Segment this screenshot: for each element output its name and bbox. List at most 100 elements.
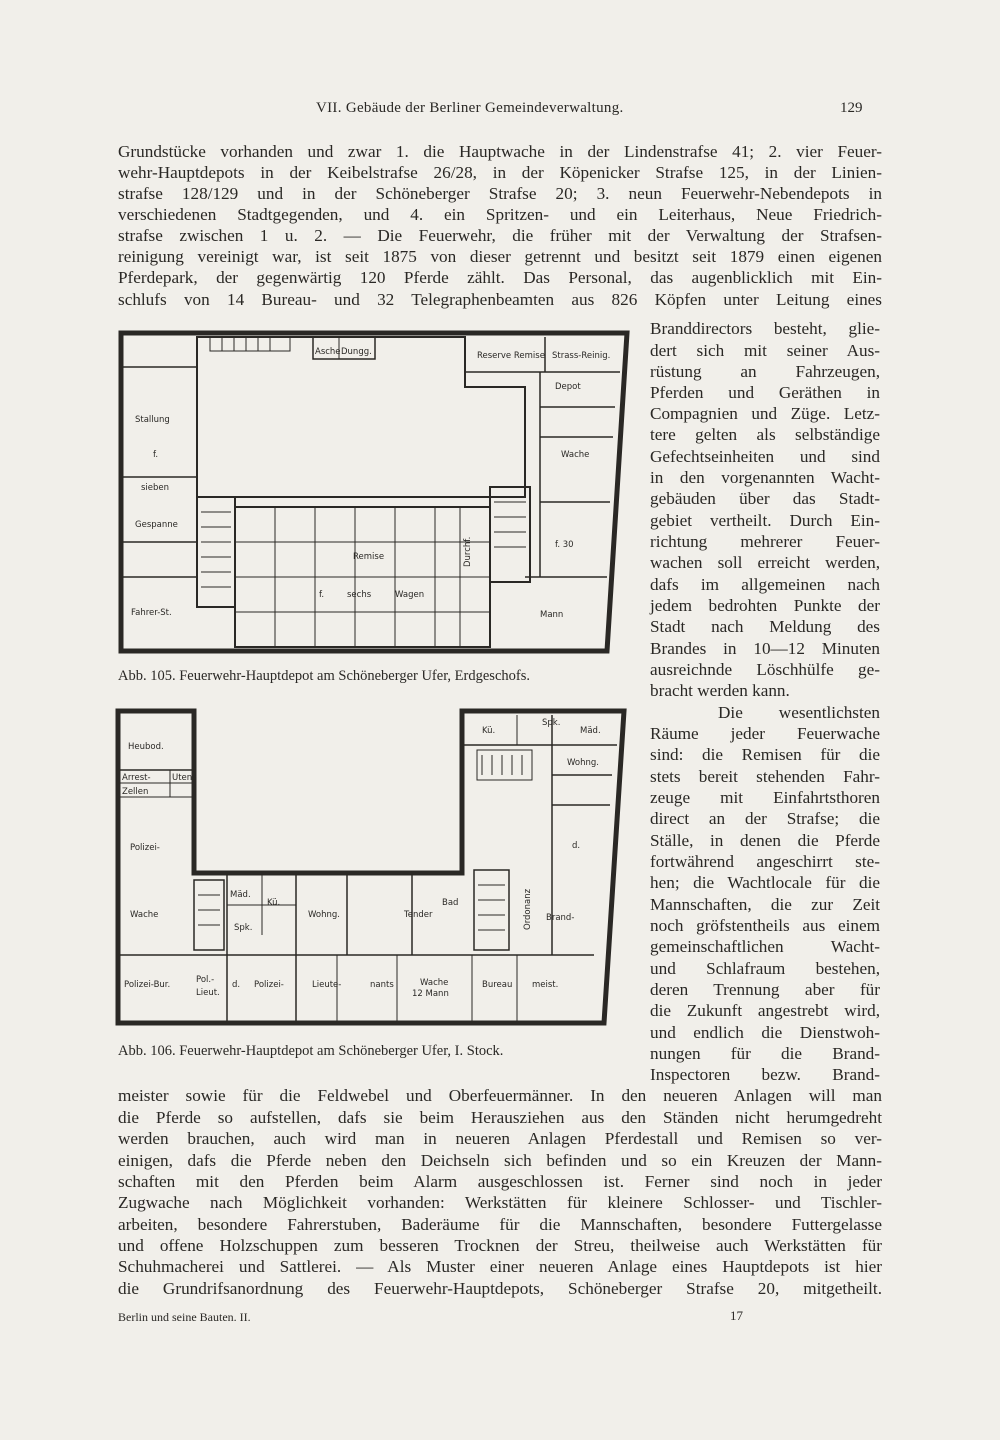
figure-105-caption: Abb. 105. Feuerwehr-Hauptdepot am Schöne… bbox=[118, 668, 530, 684]
text-line: stets bereit stehenden Fahr- bbox=[650, 767, 880, 786]
plan-label-wagen: Wagen bbox=[395, 590, 424, 600]
plan-label-wache: Wache bbox=[561, 450, 589, 460]
plan-label-f2: f. bbox=[319, 590, 324, 600]
figure-106-floor-plan: Heubod. Arrest- Zellen Utens Polizei- Wa… bbox=[112, 705, 632, 1030]
text-line: Pferden und Geräthen in bbox=[650, 383, 880, 402]
text-line: nungen für die Brand- bbox=[650, 1044, 880, 1063]
text-line: Inspectoren bezw. Brand- bbox=[650, 1065, 880, 1084]
running-head: VII. Gebäude der Berliner Gemeindeverwal… bbox=[0, 100, 1000, 126]
text-line: gebäuden über das Stadt- bbox=[650, 489, 880, 508]
text-line: schaften mit den Pferden beim Alarm ausg… bbox=[118, 1172, 882, 1191]
plan-label-spk2: Spk. bbox=[542, 718, 560, 728]
figure-106-caption: Abb. 106. Feuerwehr-Hauptdepot am Schöne… bbox=[118, 1043, 504, 1059]
plan-label-zellen: Zellen bbox=[122, 787, 148, 797]
plan-label-wohng2: Wohng. bbox=[567, 758, 599, 768]
plan-label-brand: Brand- bbox=[546, 913, 574, 923]
text-line: wachen soll erreicht werden, bbox=[650, 553, 880, 572]
text-line: und offene Holzschuppen zum besseren Tro… bbox=[118, 1236, 882, 1255]
floor-plan-drawing: Asche Dungg. Reserve Remise Strass-Reini… bbox=[118, 330, 630, 654]
text-line: Die wesentlichsten bbox=[718, 703, 880, 722]
text-line: und endlich die Dienstwoh- bbox=[650, 1023, 880, 1042]
plan-label-lieut: Lieut. bbox=[196, 988, 220, 998]
text-line: dafs im allgemeinen nach bbox=[650, 575, 880, 594]
text-line: richtung mehrerer Feuer- bbox=[650, 532, 880, 551]
floor-plan-drawing: Heubod. Arrest- Zellen Utens Polizei- Wa… bbox=[115, 708, 627, 1026]
plan-label-mad2: Mäd. bbox=[580, 726, 601, 736]
text-line: arbeiten, besondere Fahrerstuben, Baderä… bbox=[118, 1215, 882, 1234]
text-line: in den vorgenannten Wacht- bbox=[650, 468, 880, 487]
outer-wall bbox=[118, 330, 630, 654]
plan-label-pol: Pol.- bbox=[196, 975, 214, 985]
plan-label-zwoelf: 12 Mann bbox=[412, 989, 449, 999]
text-line: die Zukunft angestrebt wird, bbox=[650, 1001, 880, 1020]
text-line: sind: die Remisen für die bbox=[650, 745, 880, 764]
plan-label-bureau: Bureau bbox=[482, 980, 512, 990]
text-line: wehr-Hauptdepots in der Keibelstrafse 26… bbox=[118, 163, 882, 182]
text-line: Pferdepark, der gegenwärtig 120 Pferde z… bbox=[118, 268, 882, 287]
plan-label-wache: Wache bbox=[130, 910, 158, 920]
plan-label-ku: Kü. bbox=[267, 898, 280, 908]
plan-label-ku2: Kü. bbox=[482, 726, 495, 736]
text-line: zeuge mit Einfahrtsthoren bbox=[650, 788, 880, 807]
plan-label-ordonanz: Ordonanz bbox=[523, 888, 533, 930]
outer-wall bbox=[115, 708, 627, 1026]
text-line: gemeinschaftlichen Wacht- bbox=[650, 937, 880, 956]
plan-label-stallung: Stallung bbox=[135, 415, 170, 425]
text-line: und Schlafraum bestehen, bbox=[650, 959, 880, 978]
plan-label-asche: Asche bbox=[315, 347, 341, 357]
plan-label-depot: Depot bbox=[555, 382, 581, 392]
text-line: noch gröfstentheils aus einem bbox=[650, 916, 880, 935]
text-line: die Grundrifsanordnung des Feuerwehr-Hau… bbox=[118, 1279, 882, 1298]
text-line: direct an der Strafse; die bbox=[650, 809, 880, 828]
text-line: strafse 128/129 und in der Schöneberger … bbox=[118, 184, 882, 203]
signature-mark: 17 bbox=[730, 1308, 743, 1323]
text-line: Brandes in 10—12 Minuten bbox=[650, 639, 880, 658]
plan-label-f30: f. 30 bbox=[555, 540, 574, 550]
plan-label-meist: meist. bbox=[532, 980, 558, 990]
text-line: dert sich mit seiner Aus- bbox=[650, 341, 880, 360]
text-line: Branddirectors besteht, glie- bbox=[650, 319, 880, 338]
text-line: verschiedenen Stadtgegenden, und 4. ein … bbox=[118, 205, 882, 224]
plan-label-sechs: sechs bbox=[347, 590, 372, 600]
text-line: Grundstücke vorhanden und zwar 1. die Ha… bbox=[118, 142, 882, 161]
text-line: die Pferde so aufstellen, dafs sie beim … bbox=[118, 1108, 882, 1127]
text-line: schlufs von 14 Bureau- und 32 Telegraphe… bbox=[118, 290, 882, 309]
plan-label-heubod: Heubod. bbox=[128, 742, 164, 752]
plan-label-utens: Utens bbox=[172, 773, 197, 783]
text-line: werden brauchen, auch wird man in neuere… bbox=[118, 1129, 882, 1148]
plan-label-dungg: Dungg. bbox=[341, 347, 372, 357]
plan-label-polizei: Polizei- bbox=[130, 843, 160, 853]
plan-label-tender: Tender bbox=[403, 910, 433, 920]
text-line: hen; die Wachtlocale für die bbox=[650, 873, 880, 892]
plan-label-d-right: d. bbox=[572, 841, 580, 851]
plan-label-polizei2: Polizei- bbox=[254, 980, 284, 990]
plan-label-mann: Mann bbox=[540, 610, 563, 620]
running-head-title: VII. Gebäude der Berliner Gemeindeverwal… bbox=[316, 100, 624, 116]
plan-label-durchf: Durchf. bbox=[463, 537, 473, 567]
page-number: 129 bbox=[840, 100, 863, 116]
plan-label-sieben: sieben bbox=[141, 483, 169, 493]
plan-label-d: d. bbox=[232, 980, 240, 990]
text-line: meister sowie für die Feldwebel und Ober… bbox=[118, 1086, 882, 1105]
text-line: ausreichnde Löschhülfe ge- bbox=[650, 660, 880, 679]
text-line: Gefechtseinheiten und sind bbox=[650, 447, 880, 466]
text-line: Räume jeder Feuerwache bbox=[650, 724, 880, 743]
plan-label-bad: Bad bbox=[442, 898, 458, 908]
plan-label-strass: Strass-Reinig. bbox=[552, 351, 610, 361]
text-line: deren Trennung aber für bbox=[650, 980, 880, 999]
plan-label-wohng: Wohng. bbox=[308, 910, 340, 920]
text-line: Compagnien und Züge. Letz- bbox=[650, 404, 880, 423]
plan-label-mad: Mäd. bbox=[230, 890, 251, 900]
plan-label-reserve: Reserve Remise bbox=[477, 351, 545, 361]
plan-label-wache2: Wache bbox=[420, 978, 448, 988]
plan-label-nants: nants bbox=[370, 980, 394, 990]
plan-label-f: f. bbox=[153, 450, 158, 460]
text-line: Stadt nach Meldung des bbox=[650, 617, 880, 636]
text-line: Ställe, in denen die Pferde bbox=[650, 831, 880, 850]
plan-label-lieute: Lieute- bbox=[312, 980, 341, 990]
text-line: bracht werden kann. bbox=[650, 681, 790, 700]
text-line: Zugwache nach Möglichkeit vorhanden: Wer… bbox=[118, 1193, 882, 1212]
plan-label-arrest: Arrest- bbox=[122, 773, 151, 783]
text-line: Mannschaften, die zur Zeit bbox=[650, 895, 880, 914]
